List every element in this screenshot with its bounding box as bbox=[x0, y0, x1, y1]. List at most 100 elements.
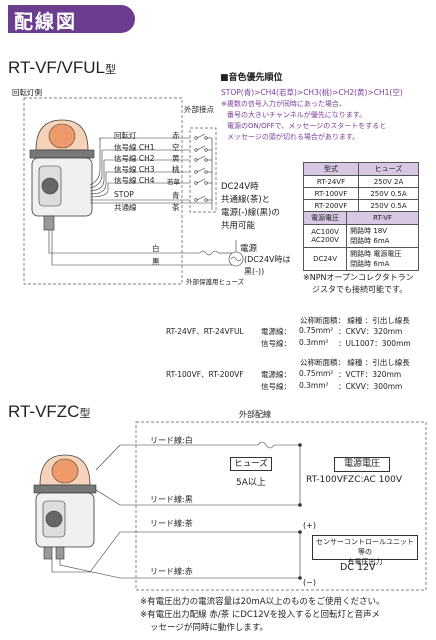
rtvf-table-header-cell: 電源電圧 bbox=[302, 211, 348, 225]
wire-black-label: 黒 bbox=[152, 257, 160, 266]
cable-spec-header-2: 公称断面積： 線種 ：引出し線長 bbox=[300, 358, 410, 367]
priority-order: STOP(青)>CH4(若草)>CH3(桃)>CH2(黄)>CH1(空) bbox=[221, 88, 403, 97]
fuse-table-cell: RT-24VF bbox=[303, 175, 359, 188]
rotary-lamp-icon-2 bbox=[33, 454, 97, 560]
cable-area: 0.75mm² bbox=[299, 369, 334, 378]
lead-red-label: リード線:赤 bbox=[150, 567, 193, 576]
rtvf-table-header: 電源電圧 RT-VF bbox=[302, 211, 419, 225]
common-note-4: 共用可能 bbox=[221, 221, 256, 231]
wire-color-common: 茶 bbox=[172, 203, 180, 212]
cable-area: 0.3mm² bbox=[299, 381, 329, 390]
fuse-box: ヒューズ bbox=[230, 457, 272, 471]
cable-spec: ：CKVV：320mm bbox=[338, 327, 403, 336]
priority-note-2: 番号の大きいチャンネルが優先になります。 bbox=[227, 111, 367, 119]
model2-suffix: 型 bbox=[79, 408, 91, 420]
wire-label-ch4: 信号線 CH4 bbox=[114, 176, 155, 185]
rtvf-voltage: AC200V bbox=[311, 236, 339, 244]
wire-color-stop: 青 bbox=[172, 191, 180, 200]
rtvf-spec: 開路時 電源電圧 bbox=[350, 250, 402, 258]
cable-kind: 電源線： bbox=[261, 370, 291, 379]
rotary-side-enclosure bbox=[23, 97, 183, 285]
fuse-rating: 5A以上 bbox=[236, 478, 266, 488]
fuse-table-header-cell: ヒューズ bbox=[358, 162, 419, 176]
rotary-lamp-icon-1 bbox=[29, 119, 95, 231]
rtvf-table-row: DC24V 開路時 電源電圧閉路時 6mA bbox=[302, 247, 419, 271]
priority-note-4: メッセージの頭が切れる場合があります。 bbox=[227, 133, 360, 141]
rtvf-voltage: AC100V bbox=[311, 228, 339, 236]
power-voltage-box: 電源電圧 bbox=[334, 457, 390, 472]
rtvf-table-cell: 開路時 18V 閉路時 6mA bbox=[346, 224, 419, 248]
cable-area: 0.75mm² bbox=[299, 326, 334, 335]
common-note-1: DC24V時 bbox=[221, 182, 259, 192]
power-note-2: 黒(-)) bbox=[244, 267, 265, 276]
page-title: 配線図 bbox=[14, 11, 78, 33]
cable-kind: 信号線： bbox=[261, 382, 291, 391]
cable-kind: 電源線： bbox=[261, 327, 291, 336]
fuse-label-1: 外部保護用ヒューズ bbox=[186, 278, 245, 286]
wire-color-ch1: 空 bbox=[172, 143, 180, 152]
fuse-table-header-cell: 型式 bbox=[303, 162, 359, 176]
rotary-side-label: 回転灯側 bbox=[12, 88, 42, 97]
npn-note-2: ジスタでも接続可能です。 bbox=[312, 285, 408, 294]
cable-area: 0.3mm² bbox=[299, 338, 329, 347]
sensor-voltage: DC 12V bbox=[340, 562, 376, 573]
priority-note-3: 電源のON/OFFで、メッセージのスタートをすると bbox=[227, 122, 387, 130]
rtvf-table-header-cell: RT-VF bbox=[346, 211, 419, 225]
contact-switches bbox=[190, 133, 213, 210]
wire-color-ch2: 黄 bbox=[172, 154, 180, 163]
lamp-wires-2 bbox=[51, 441, 302, 580]
cable-kind: 信号線： bbox=[261, 339, 291, 348]
external-wiring-label: 外部配線 bbox=[239, 410, 271, 419]
header-bar bbox=[8, 5, 135, 33]
rtvf-spec: 閉路時 6mA bbox=[350, 237, 390, 245]
wire-label-ch3: 信号線 CH3 bbox=[114, 165, 155, 174]
footer-note-3: ッセージが同時に動作します。 bbox=[150, 623, 268, 633]
cable-spec: ：CKVV：300mm bbox=[338, 382, 403, 391]
fuse-table-cell: RT-100VF bbox=[303, 187, 359, 200]
footer-note-1: ※有電圧出力の電流容量は20mA以上のものをご使用ください。 bbox=[140, 597, 385, 607]
rtvf-spec: 開路時 18V bbox=[350, 227, 388, 235]
wire-color-ch3: 桃 bbox=[172, 165, 180, 174]
fuse-table-row: RT-100VF 250V 0.5A bbox=[303, 187, 419, 200]
plus-terminal: (+) bbox=[303, 521, 316, 530]
external-contacts-box bbox=[189, 127, 217, 213]
wire-label-ch1: 信号線 CH1 bbox=[114, 143, 155, 152]
cable-group2-model: RT-100VF、RT-200VF bbox=[166, 370, 244, 379]
external-wiring-box bbox=[135, 421, 427, 591]
fuse-table-cell: 250V 2A bbox=[358, 175, 419, 188]
fuse-table: 型式 ヒューズ RT-24VF 250V 2A RT-100VF 250V 0.… bbox=[303, 162, 419, 212]
model2-title-text: RT-VFZC bbox=[8, 402, 80, 421]
cable-spec-header: 公称断面積： 線種 ：引出し線長 bbox=[300, 316, 410, 325]
model1-suffix: 型 bbox=[104, 64, 116, 76]
contacts-label: 外部接点 bbox=[184, 105, 214, 114]
wire-white-label: 白 bbox=[152, 244, 160, 253]
fuse-table-row: RT-24VF 250V 2A bbox=[303, 175, 419, 188]
lead-brown-label: リード線:茶 bbox=[150, 519, 193, 528]
wire-color-rotary: 赤 bbox=[172, 131, 180, 140]
wire-label-ch2: 信号線 CH2 bbox=[114, 154, 155, 163]
model1-title: RT-VF/VFUL型 bbox=[8, 58, 116, 78]
fuse-and-power bbox=[199, 240, 244, 267]
lamp-wires-1 bbox=[48, 137, 200, 266]
rtvf-table-cell: 開路時 電源電圧閉路時 6mA bbox=[346, 247, 419, 271]
sensor-unit-box: センサーコントロールユニット等の 有電圧出力 bbox=[312, 535, 418, 566]
minus-terminal: (−) bbox=[303, 578, 316, 587]
wire-color-ch4: 若草 bbox=[167, 178, 180, 186]
priority-title: ■音色優先順位 bbox=[220, 73, 283, 83]
lead-black-label: リード線:黒 bbox=[150, 495, 193, 504]
model1-title-text: RT-VF/VFUL bbox=[8, 58, 105, 77]
wire-label-stop: STOP bbox=[114, 190, 134, 199]
fuse-table-cell: RT-200VF bbox=[303, 199, 359, 212]
wire-label-rotary: 回転灯 bbox=[114, 131, 137, 140]
fuse-table-row: RT-200VF 250V 0.5A bbox=[303, 199, 419, 212]
common-note-2: 共通線(茶)と bbox=[221, 195, 271, 205]
wire-label-common: 共通線 bbox=[114, 203, 137, 212]
footer-note-2: ※有電圧出力配線 赤/茶 にDC12Vを投入すると回転灯と音声メ bbox=[140, 610, 381, 620]
cable-spec: ：UL1007：300mm bbox=[338, 339, 411, 348]
rtvf-spec: 閉路時 6mA bbox=[350, 260, 390, 268]
fuse-table-header: 型式 ヒューズ bbox=[303, 162, 419, 176]
